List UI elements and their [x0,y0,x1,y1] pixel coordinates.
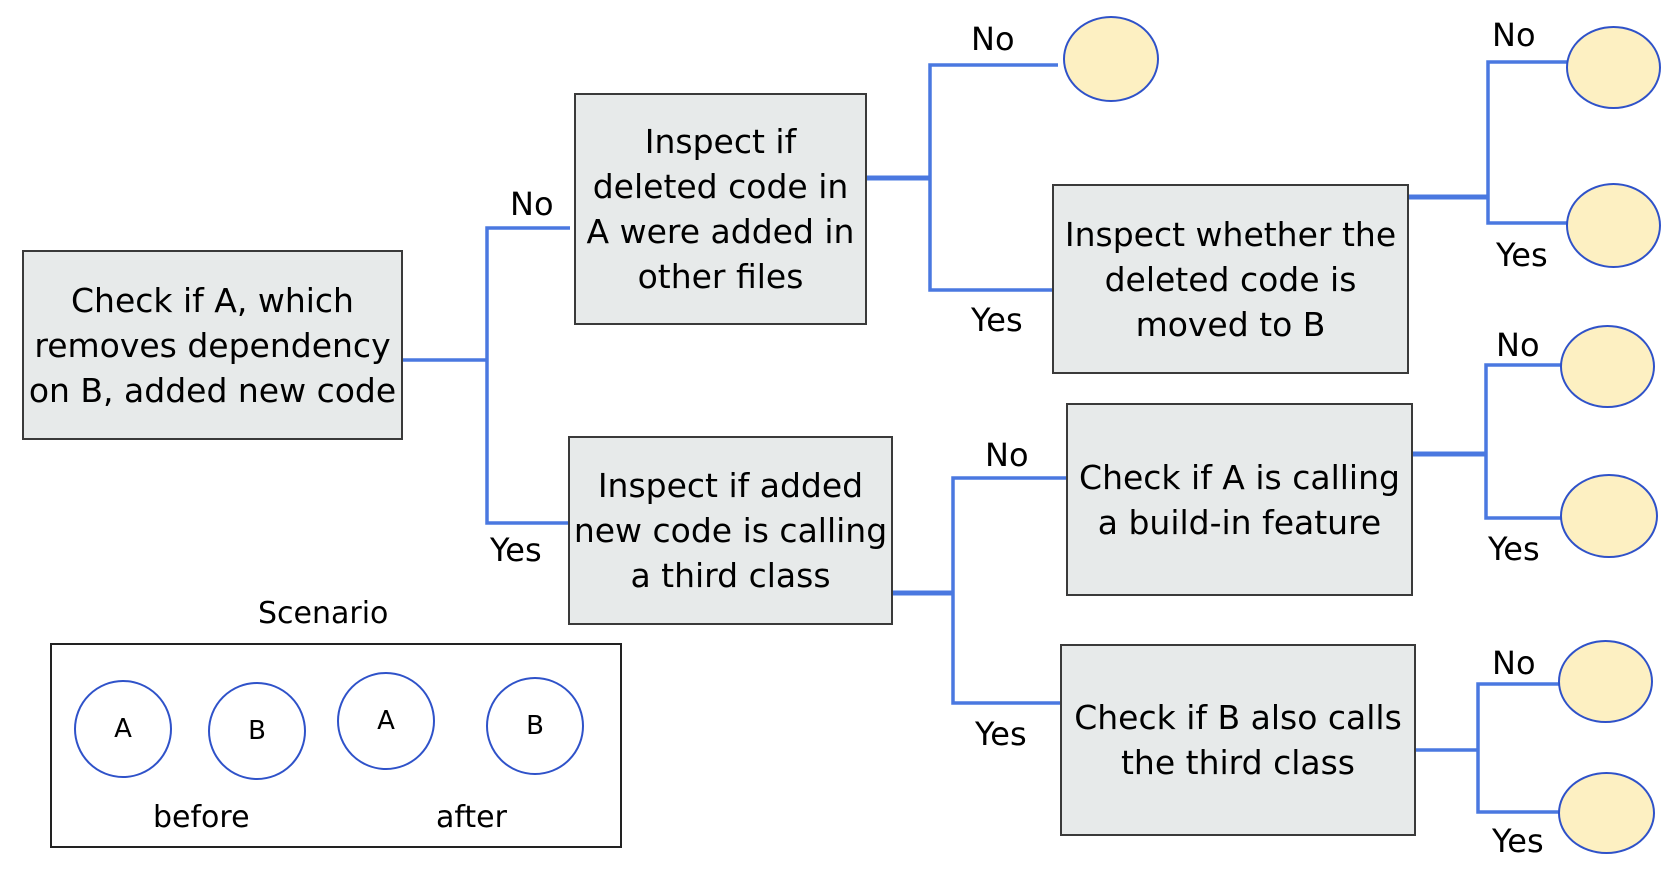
after-node-b: B [486,677,584,775]
leaf-moved-yes [1566,183,1661,268]
builtin-no-label: No [1496,326,1540,364]
b-calls-third-box: Check if B also calls the third class [1060,644,1416,836]
b-calls-third-text: Check if B also calls the third class [1074,698,1402,782]
connector-moved-yes [1486,197,1568,225]
calling-third-box: Inspect if added new code is calling a t… [568,436,893,625]
connector-calling-no [951,476,1066,593]
builtin-text: Check if A is calling a build-in feature [1079,457,1400,542]
moved-to-b-box: Inspect whether the deleted code is move… [1052,184,1409,374]
scenario-title: Scenario [258,596,389,631]
calling-yes-label: Yes [975,715,1027,753]
root-text: Check if A, which removes dependency on … [28,280,397,410]
leaf-deleted-no [1063,16,1159,102]
leaf-bcalls-no [1558,640,1653,723]
deleted-added-box: Inspect if deleted code in A were added … [574,93,867,325]
before-node-a: A [74,680,172,778]
after-node-b-label: B [526,711,544,741]
connector-root-no [485,226,570,360]
before-node-b-label: B [248,716,266,746]
after-node-a-label: A [377,706,395,736]
root-yes-label: Yes [490,531,542,569]
after-caption: after [436,800,507,835]
leaf-builtin-yes [1560,474,1658,558]
after-node-a: A [337,672,435,770]
connector-builtin-no [1484,363,1562,454]
calling-third-text: Inspect if added new code is calling a t… [573,466,888,595]
leaf-moved-no [1566,26,1661,109]
connector-moved-no [1486,60,1568,197]
builtin-box: Check if A is calling a build-in feature [1066,403,1413,596]
connector-builtin-yes [1484,454,1562,520]
root-box: Check if A, which removes dependency on … [22,250,403,440]
before-caption: before [153,800,250,835]
deleted-yes-label: Yes [971,301,1023,339]
calling-no-label: No [985,436,1029,474]
connector-deleted-yes [928,178,1052,292]
connector-root-yes [485,360,570,525]
connector-deleted-no [928,63,1058,178]
connector-bcalls-no [1476,682,1560,750]
moved-to-b-text: Inspect whether the deleted code is move… [1064,214,1397,344]
connector-calling-yes [951,593,1060,705]
moved-no-label: No [1492,16,1536,54]
bcalls-no-label: No [1492,644,1536,682]
deleted-no-label: No [971,20,1015,58]
connector-bcalls-yes [1476,750,1560,814]
deleted-added-text: Inspect if deleted code in A were added … [586,122,855,296]
leaf-builtin-no [1560,325,1655,408]
before-node-b: B [208,682,306,780]
before-node-a-label: A [114,714,132,744]
leaf-bcalls-yes [1558,772,1655,854]
root-no-label: No [510,185,554,223]
moved-yes-label: Yes [1496,236,1548,274]
builtin-yes-label: Yes [1488,530,1540,568]
bcalls-yes-label: Yes [1492,822,1544,860]
